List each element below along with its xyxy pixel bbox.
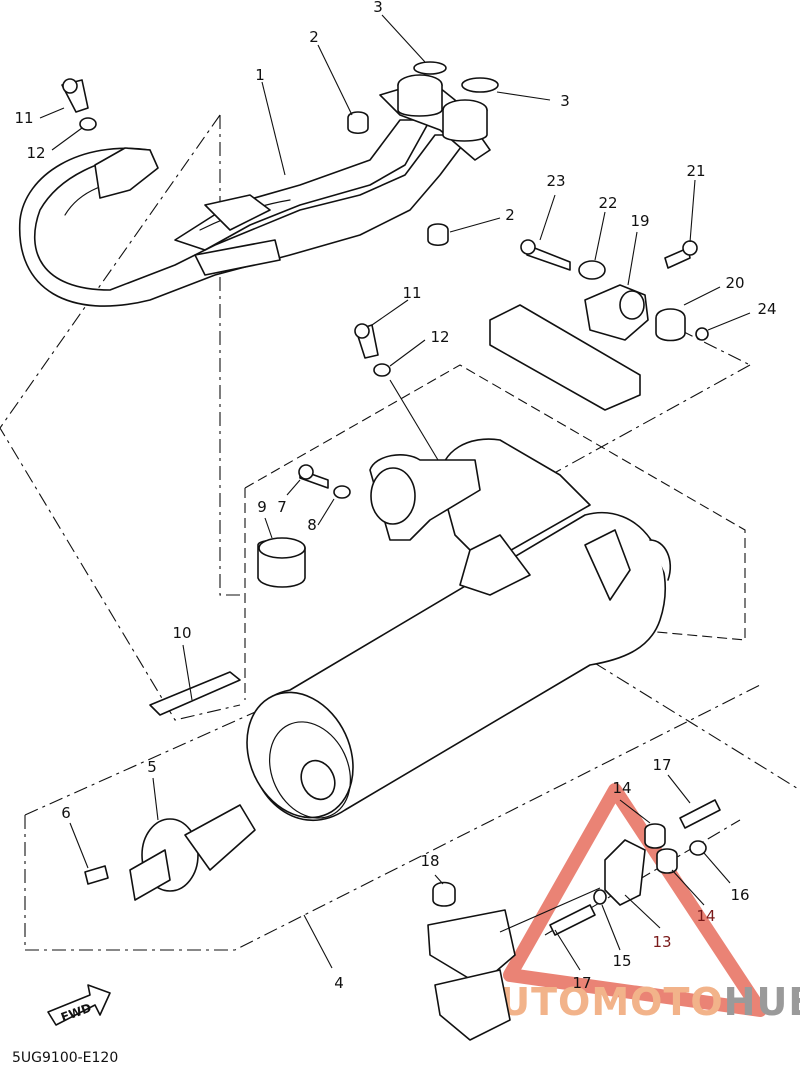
callout-2-upper: 2 (309, 28, 319, 46)
exhaust-pipe (18, 74, 491, 307)
callout-6: 6 (61, 804, 71, 822)
joint-parts (257, 454, 481, 588)
plate-10 (149, 671, 241, 716)
spark-arrester (84, 804, 256, 901)
callout-2-lower: 2 (505, 206, 515, 224)
callout-23: 23 (546, 172, 565, 190)
watermark-text-hub: HUB (724, 980, 800, 1024)
callout-16: 16 (730, 886, 749, 904)
callout-22: 22 (598, 194, 617, 212)
leader-lines (39, 14, 751, 971)
callout-labels: 1 2 2 3 3 11 12 23 22 19 21 20 24 11 12 … (14, 0, 776, 992)
callout-3-right: 3 (560, 92, 570, 110)
watermark-triangle-icon (503, 783, 767, 1017)
callout-12-left: 12 (26, 144, 45, 162)
callout-5: 5 (147, 758, 157, 776)
callout-3-upper: 3 (373, 0, 383, 16)
diagram-code: 5UG9100-E120 (12, 1050, 118, 1066)
callout-17-upper: 17 (652, 756, 671, 774)
callout-9: 9 (257, 498, 267, 516)
callout-17-lower: 17 (572, 974, 591, 992)
hanger-parts (549, 799, 721, 936)
callout-4: 4 (334, 974, 344, 992)
callout-20: 20 (725, 274, 744, 292)
callout-12-mid: 12 (430, 328, 449, 346)
callout-8: 8 (307, 516, 317, 534)
watermark-text-automoto: AUTOMOTO (470, 980, 724, 1024)
callout-7: 7 (277, 498, 287, 516)
callout-11-left: 11 (14, 109, 33, 127)
lower-bracket (427, 881, 516, 1041)
callout-19: 19 (630, 212, 649, 230)
callout-24: 24 (757, 300, 776, 318)
callout-21: 21 (686, 162, 705, 180)
svg-text:AUTOMOTOHUB: AUTOMOTOHUB (470, 980, 800, 1024)
fwd-arrow: FWD (47, 984, 111, 1026)
callout-11-mid: 11 (402, 284, 421, 302)
callout-18: 18 (420, 852, 439, 870)
callout-14-lower: 14 (696, 907, 715, 925)
callout-15: 15 (612, 952, 631, 970)
upper-mount (489, 239, 709, 411)
fwd-label: FWD (59, 1001, 93, 1025)
callout-13: 13 (652, 933, 671, 951)
callout-1: 1 (255, 66, 265, 84)
callout-10: 10 (172, 624, 191, 642)
callout-14-upper: 14 (612, 779, 631, 797)
fasteners (61, 61, 499, 377)
watermark: AUTOMOTOHUB (470, 783, 800, 1024)
